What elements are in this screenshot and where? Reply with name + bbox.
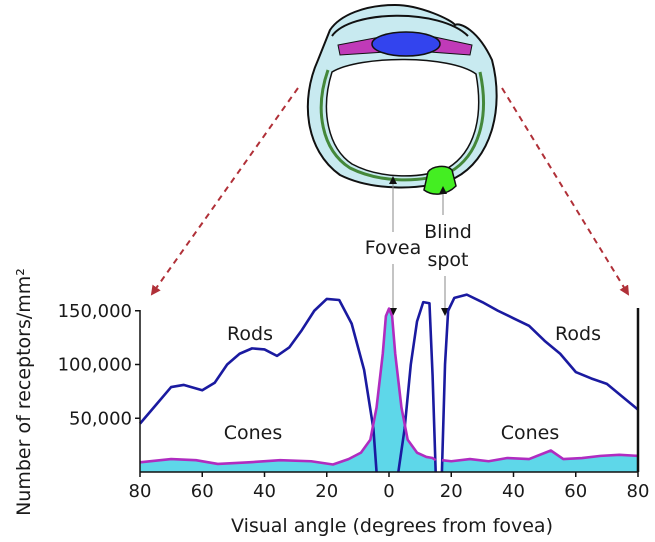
x-tick-label-6: 40 bbox=[502, 481, 525, 502]
eye-illustration bbox=[306, 3, 498, 195]
y-tick-label-0: 50,000 bbox=[69, 408, 132, 429]
rods-line-segment-2 bbox=[440, 293, 639, 473]
rods-line-segment-1 bbox=[397, 300, 437, 473]
x-tick-label-7: 60 bbox=[564, 481, 587, 502]
x-tick-label-1: 60 bbox=[191, 481, 214, 502]
x-axis-title: Visual angle (degrees from fovea) bbox=[231, 515, 553, 537]
cones-fill-1 bbox=[441, 450, 638, 472]
x-tick-label-0: 80 bbox=[129, 481, 152, 502]
y-tick-label-1: 100,000 bbox=[58, 355, 132, 376]
vitreous-body bbox=[325, 58, 480, 177]
plot-area bbox=[139, 293, 639, 473]
x-tick-label-2: 40 bbox=[253, 481, 276, 502]
axes: 50,000 100,000 150,000 80 60 40 20 0 20 40 60 80 bbox=[58, 301, 650, 502]
optic-nerve bbox=[423, 165, 457, 195]
cones-right-label: Cones bbox=[501, 422, 560, 444]
cornea bbox=[331, 14, 469, 37]
x-tick-label-5: 20 bbox=[440, 481, 463, 502]
x-tick-label-4: 0 bbox=[383, 481, 394, 502]
right-dashed-arrow bbox=[501, 87, 630, 296]
fovea-label: Fovea bbox=[365, 237, 421, 259]
y-axis-title: Number of receptors/mm² bbox=[13, 268, 35, 516]
cones-fill-0 bbox=[140, 308, 436, 472]
cones-left-label: Cones bbox=[224, 422, 283, 444]
cones-line-segment-1 bbox=[441, 449, 639, 463]
blind-label: Blind bbox=[424, 221, 472, 243]
x-tick-label-3: 20 bbox=[315, 481, 338, 502]
rods-right-label: Rods bbox=[555, 323, 601, 345]
cones-line-segment-0 bbox=[139, 307, 437, 466]
y-tick-label-2: 150,000 bbox=[58, 301, 132, 322]
retina bbox=[319, 69, 485, 182]
lens bbox=[371, 31, 441, 57]
left-dashed-arrow bbox=[150, 87, 299, 296]
rods-left-label: Rods bbox=[227, 323, 273, 345]
spot-label: spot bbox=[427, 249, 468, 271]
rods-line-segment-0 bbox=[139, 297, 378, 473]
x-tick-label-8: 80 bbox=[627, 481, 650, 502]
